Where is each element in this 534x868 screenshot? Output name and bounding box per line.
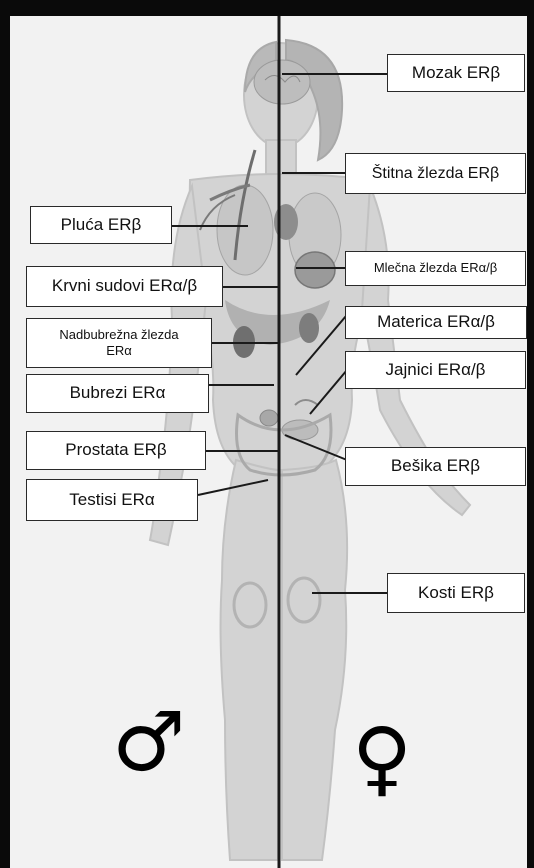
label-prostata: Prostata ERβ bbox=[26, 431, 206, 470]
label-pluca: Pluća ERβ bbox=[30, 206, 172, 244]
label-testisi: Testisi ERα bbox=[26, 479, 198, 521]
label-besika: Bešika ERβ bbox=[345, 447, 526, 486]
label-nadbubrezna-line2: ERα bbox=[106, 343, 132, 359]
label-kosti: Kosti ERβ bbox=[387, 573, 525, 613]
label-jajnici: Jajnici ERα/β bbox=[345, 351, 526, 389]
label-bubrezi: Bubrezi ERα bbox=[26, 374, 209, 413]
label-materica: Materica ERα/β bbox=[345, 306, 527, 339]
label-mlecna-zlezda: Mlečna žlezda ERα/β bbox=[345, 251, 526, 286]
label-mozak: Mozak ERβ bbox=[387, 54, 525, 92]
label-stitna-zlezda: Štitna žlezda ERβ bbox=[345, 153, 526, 194]
label-nadbubrezna-line1: Nadbubrežna žlezda bbox=[59, 327, 178, 343]
male-symbol-icon: ♂ bbox=[112, 702, 186, 784]
label-nadbubrezna-zlezda: Nadbubrežna žlezda ERα bbox=[26, 318, 212, 368]
female-symbol-icon: ♀ bbox=[352, 718, 412, 800]
label-krvni-sudovi: Krvni sudovi ERα/β bbox=[26, 266, 223, 307]
